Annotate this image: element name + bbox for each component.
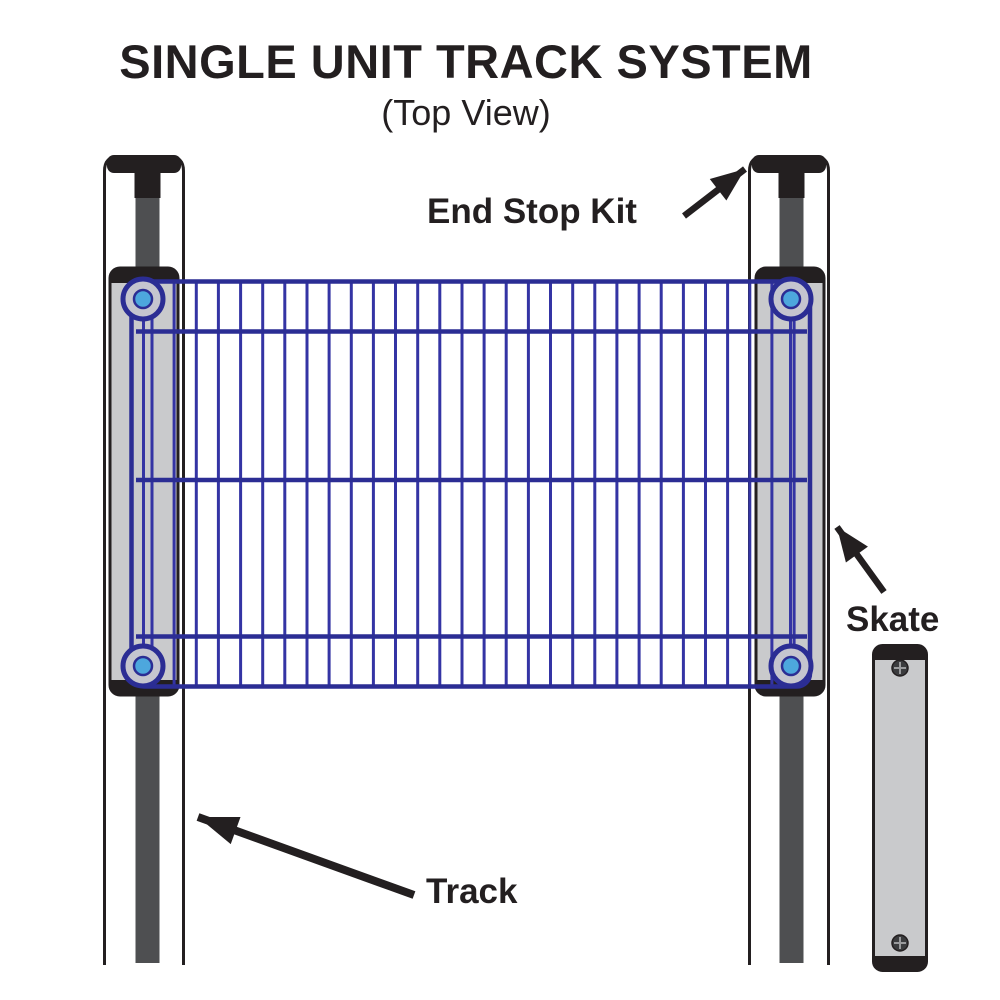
right-track-rail-upper [779,190,804,270]
shelf-border-wire [129,279,813,689]
page-title: SINGLE UNIT TRACK SYSTEM [119,35,813,88]
shelf-vertical-wires [150,283,796,686]
end-stop-kit-arrow [682,166,747,219]
skate-standalone [872,644,928,972]
wheel-bottom-left [120,643,166,689]
track-arrow [196,813,416,899]
wheel-top-right [768,276,814,322]
skate-screw-bottom [891,934,909,952]
skate-screw-top [891,659,909,677]
left-track-rail-lower [135,693,160,963]
skate-label: Skate [846,600,940,639]
right-end-stop-kit [752,155,826,198]
right-track-rail-lower [779,693,804,963]
wheel-top-left [120,276,166,322]
wire-shelf [129,279,813,689]
skate-arrow [834,525,887,594]
wheel-bottom-right [768,643,814,689]
page-subtitle: (Top View) [381,92,551,133]
track-label: Track [426,872,518,911]
left-track-rail-upper [135,190,160,270]
end-stop-kit-label: End Stop Kit [427,192,637,231]
left-end-stop-kit [107,155,181,198]
